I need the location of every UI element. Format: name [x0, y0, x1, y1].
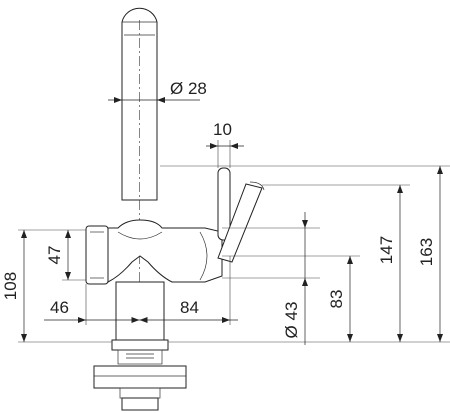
dimension-base-height: 108 [1, 230, 27, 342]
dimension-connector-diameter: Ø 43 [282, 212, 308, 345]
base-thread [117, 349, 163, 365]
body-height-label: 47 [45, 246, 64, 265]
lever-width-label: 10 [213, 120, 232, 139]
body-level-label: 83 [327, 290, 346, 309]
dimension-spout-diameter: Ø 28 [108, 79, 207, 103]
dimension-body-height: 47 [45, 230, 71, 280]
connector-diameter-label: Ø 43 [282, 302, 301, 339]
base-washer [93, 365, 187, 389]
left-cap [85, 225, 109, 285]
base-nut [121, 397, 159, 411]
dimension-right-offset: 84 [139, 298, 238, 323]
dimension-lever-width: 10 [206, 120, 244, 149]
lever-handle [217, 167, 265, 263]
base-height-label: 108 [1, 272, 20, 300]
spout-diameter-label: Ø 28 [170, 79, 207, 98]
dimension-total-height: 163 [417, 166, 443, 342]
dimension-body-level: 83 [327, 256, 353, 342]
right-offset-label: 84 [180, 298, 199, 317]
dimension-spout-height: 147 [377, 185, 403, 342]
spout-height-label: 147 [377, 236, 396, 264]
extension-lines [18, 140, 450, 343]
total-height-label: 163 [417, 238, 436, 266]
base-flange [111, 339, 169, 351]
left-offset-label: 46 [50, 298, 69, 317]
base-mount [93, 281, 187, 411]
dimension-left-offset: 46 [44, 298, 140, 323]
mixer-body [85, 219, 223, 285]
